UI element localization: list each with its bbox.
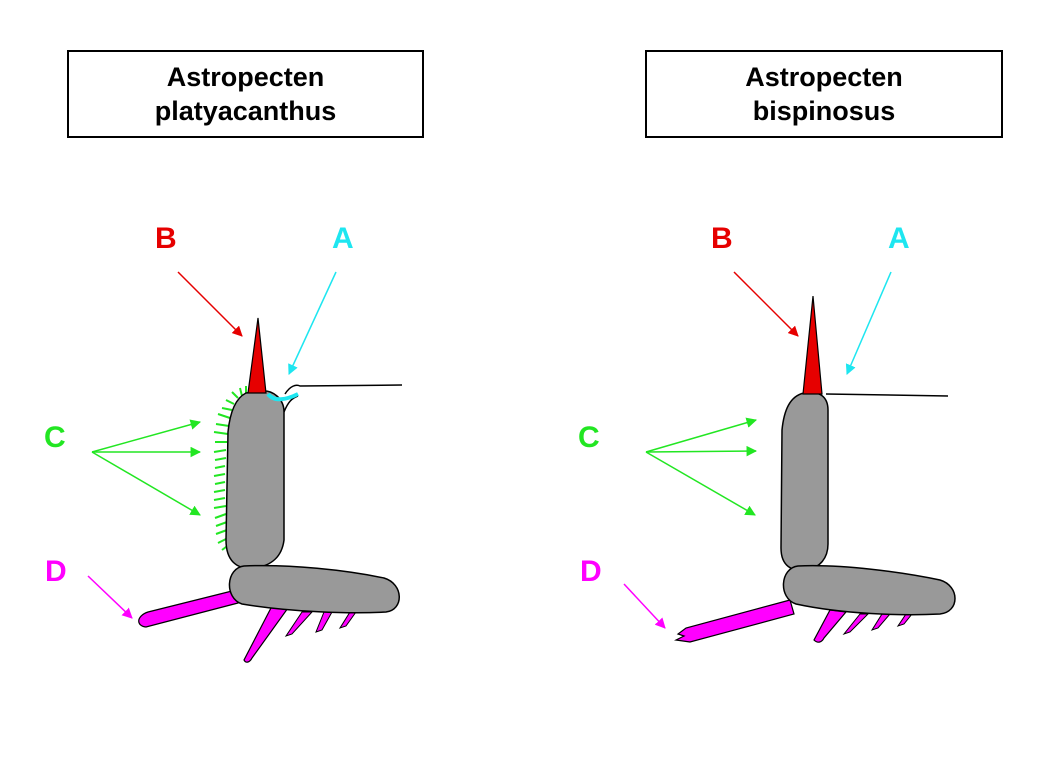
subambulacral-spine-2 <box>870 613 892 631</box>
body-wall-outline <box>825 393 949 397</box>
arrow-c-lower <box>91 451 201 516</box>
arrow-b <box>733 271 799 337</box>
title-box-platyacanthus: Astropecten platyacanthus <box>67 50 424 138</box>
title-genus: Astropecten <box>166 62 325 92</box>
title-species: bispinosus <box>752 96 896 126</box>
title-genus: Astropecten <box>745 62 903 92</box>
papula-structure <box>266 392 299 402</box>
label-c: C <box>44 421 66 454</box>
inferomarginal-spine-small <box>813 609 848 643</box>
arrow-c-upper <box>91 419 202 453</box>
arrow-c-lower <box>645 451 756 516</box>
body-wall-outline <box>283 384 403 413</box>
supramarginal-plate <box>225 390 285 569</box>
arrow-c-middle <box>645 445 758 457</box>
arrow-d <box>623 583 666 629</box>
label-d: D <box>45 555 67 588</box>
supramarginal-plate <box>780 391 829 572</box>
title-box-bispinosus: Astropecten bispinosus <box>645 50 1003 138</box>
inferomarginal-plate <box>228 564 400 614</box>
arrow-b <box>177 271 243 337</box>
inferomarginal-spine-large <box>674 599 795 643</box>
inferomarginal-plate <box>782 564 956 616</box>
inferomarginal-spine-large <box>138 589 239 628</box>
subambulacral-spine-1 <box>842 613 870 636</box>
label-c: C <box>578 421 600 454</box>
arrow-c-upper <box>645 417 758 453</box>
panel-bispinosus: B A C D <box>578 222 956 643</box>
label-b: B <box>711 222 733 255</box>
subambulacral-spine-3 <box>896 613 914 627</box>
subambulacral-spine-3 <box>338 611 357 629</box>
arrow-d <box>87 575 133 619</box>
superomarginal-spine <box>802 295 823 395</box>
label-a: A <box>332 222 354 255</box>
label-a: A <box>888 222 910 255</box>
arrow-a <box>845 271 892 375</box>
arrow-a <box>288 271 337 375</box>
subambulacral-spine-1 <box>284 611 314 637</box>
label-b: B <box>155 222 177 255</box>
subambulacral-spine-2 <box>315 611 333 633</box>
label-d: D <box>580 555 602 588</box>
panel-platyacanthus: B A C D <box>44 222 403 663</box>
inferomarginal-spine-small <box>243 605 290 663</box>
superomarginal-spine <box>247 317 267 394</box>
title-species: platyacanthus <box>154 96 337 126</box>
